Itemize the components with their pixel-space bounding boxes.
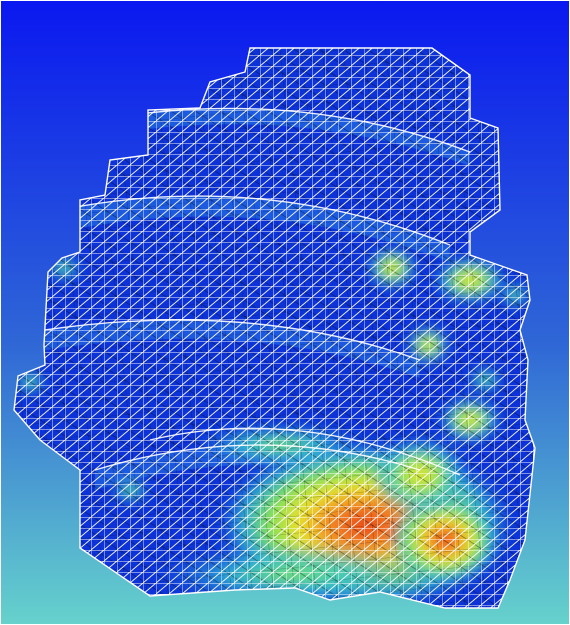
mesh-outline bbox=[13, 47, 536, 609]
feature-edges bbox=[44, 107, 471, 476]
